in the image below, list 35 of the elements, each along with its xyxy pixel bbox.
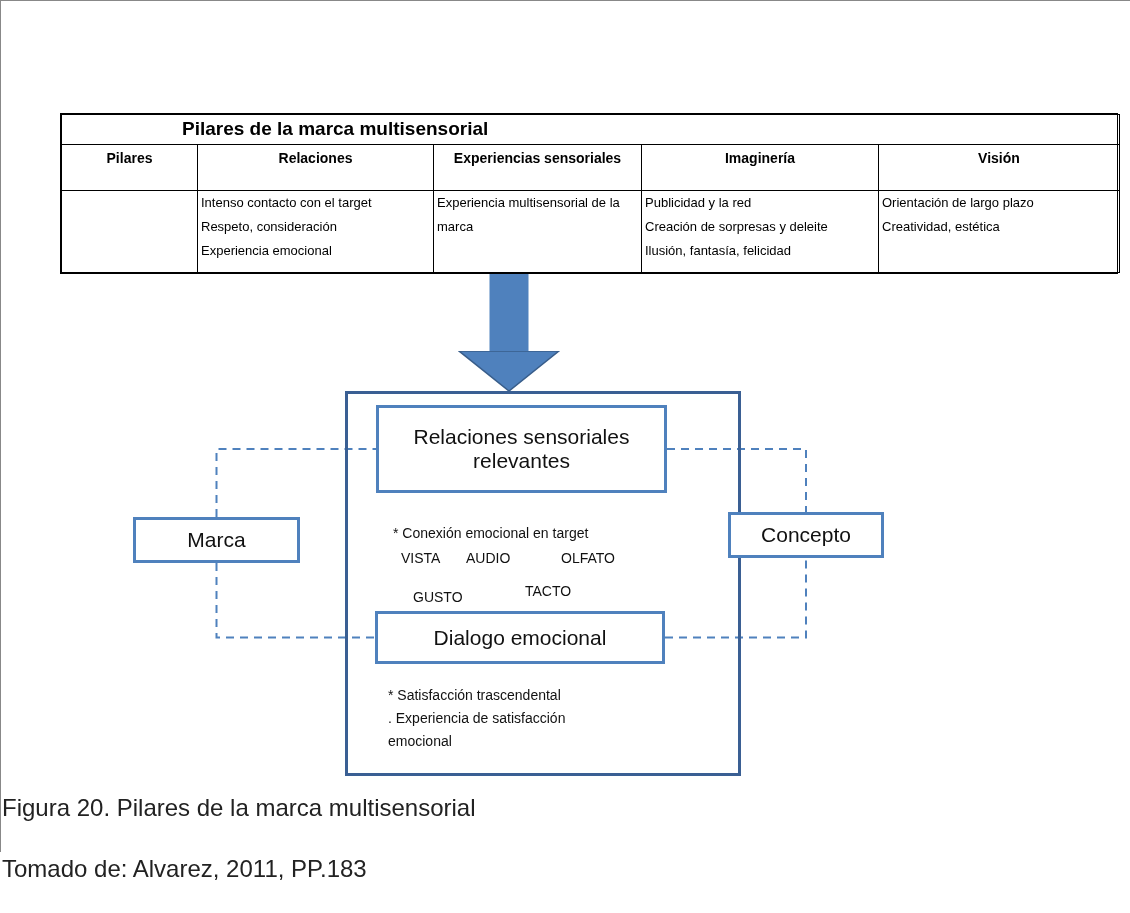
cell-text: Respeto, consideración <box>201 218 338 236</box>
text-box: Dialogo emocional <box>375 611 665 664</box>
table <box>60 113 1118 274</box>
table-title: Pilares de la marca multisensorial <box>182 118 489 139</box>
text-box: Marca <box>133 517 300 563</box>
cell-text: Orientación de largo plazo <box>882 194 1035 212</box>
container-box <box>345 391 741 776</box>
bullet-text: * Conexión emocional en target <box>393 524 589 543</box>
cell-text: Publicidad y la red <box>645 194 753 212</box>
cell-text: Experiencia emocional <box>201 242 333 260</box>
sense-label: AUDIO <box>466 549 511 568</box>
column-header: Imaginería <box>725 150 795 166</box>
sense-label: OLFATO <box>561 549 615 568</box>
bullet-text: . Experiencia de satisfacción emocional <box>388 709 567 751</box>
cell-text: Experiencia multisensorial de la marca <box>437 194 621 236</box>
cell-text: Creatividad, estética <box>882 218 1001 236</box>
source-note: Tomado de: Alvarez, 2011, PP.183 <box>2 855 367 883</box>
sense-label: VISTA <box>401 549 441 568</box>
column-header: Visión <box>978 150 1020 166</box>
sense-label: TACTO <box>525 582 572 601</box>
sense-label: GUSTO <box>413 588 463 607</box>
figure-caption: Figura 20. Pilares de la marca multisensorial <box>2 794 476 822</box>
cell-text: Creación de sorpresas y deleite <box>645 218 829 236</box>
connector-line <box>666 448 807 513</box>
text-box: Concepto <box>728 512 884 558</box>
connector-line <box>215 562 376 639</box>
text-box: Relaciones sensoriales relevantes <box>376 405 667 493</box>
cell-text: Intenso contacto con el target <box>201 194 373 212</box>
column-header: Relaciones <box>278 150 353 166</box>
column-header: Pilares <box>106 150 153 166</box>
block-arrow <box>458 274 560 392</box>
connector-line <box>215 448 377 518</box>
bullet-text: * Satisfacción trascendental <box>388 686 561 705</box>
column-header: Experiencias sensoriales <box>453 150 622 166</box>
cell-text: Ilusión, fantasía, felicidad <box>645 242 792 260</box>
